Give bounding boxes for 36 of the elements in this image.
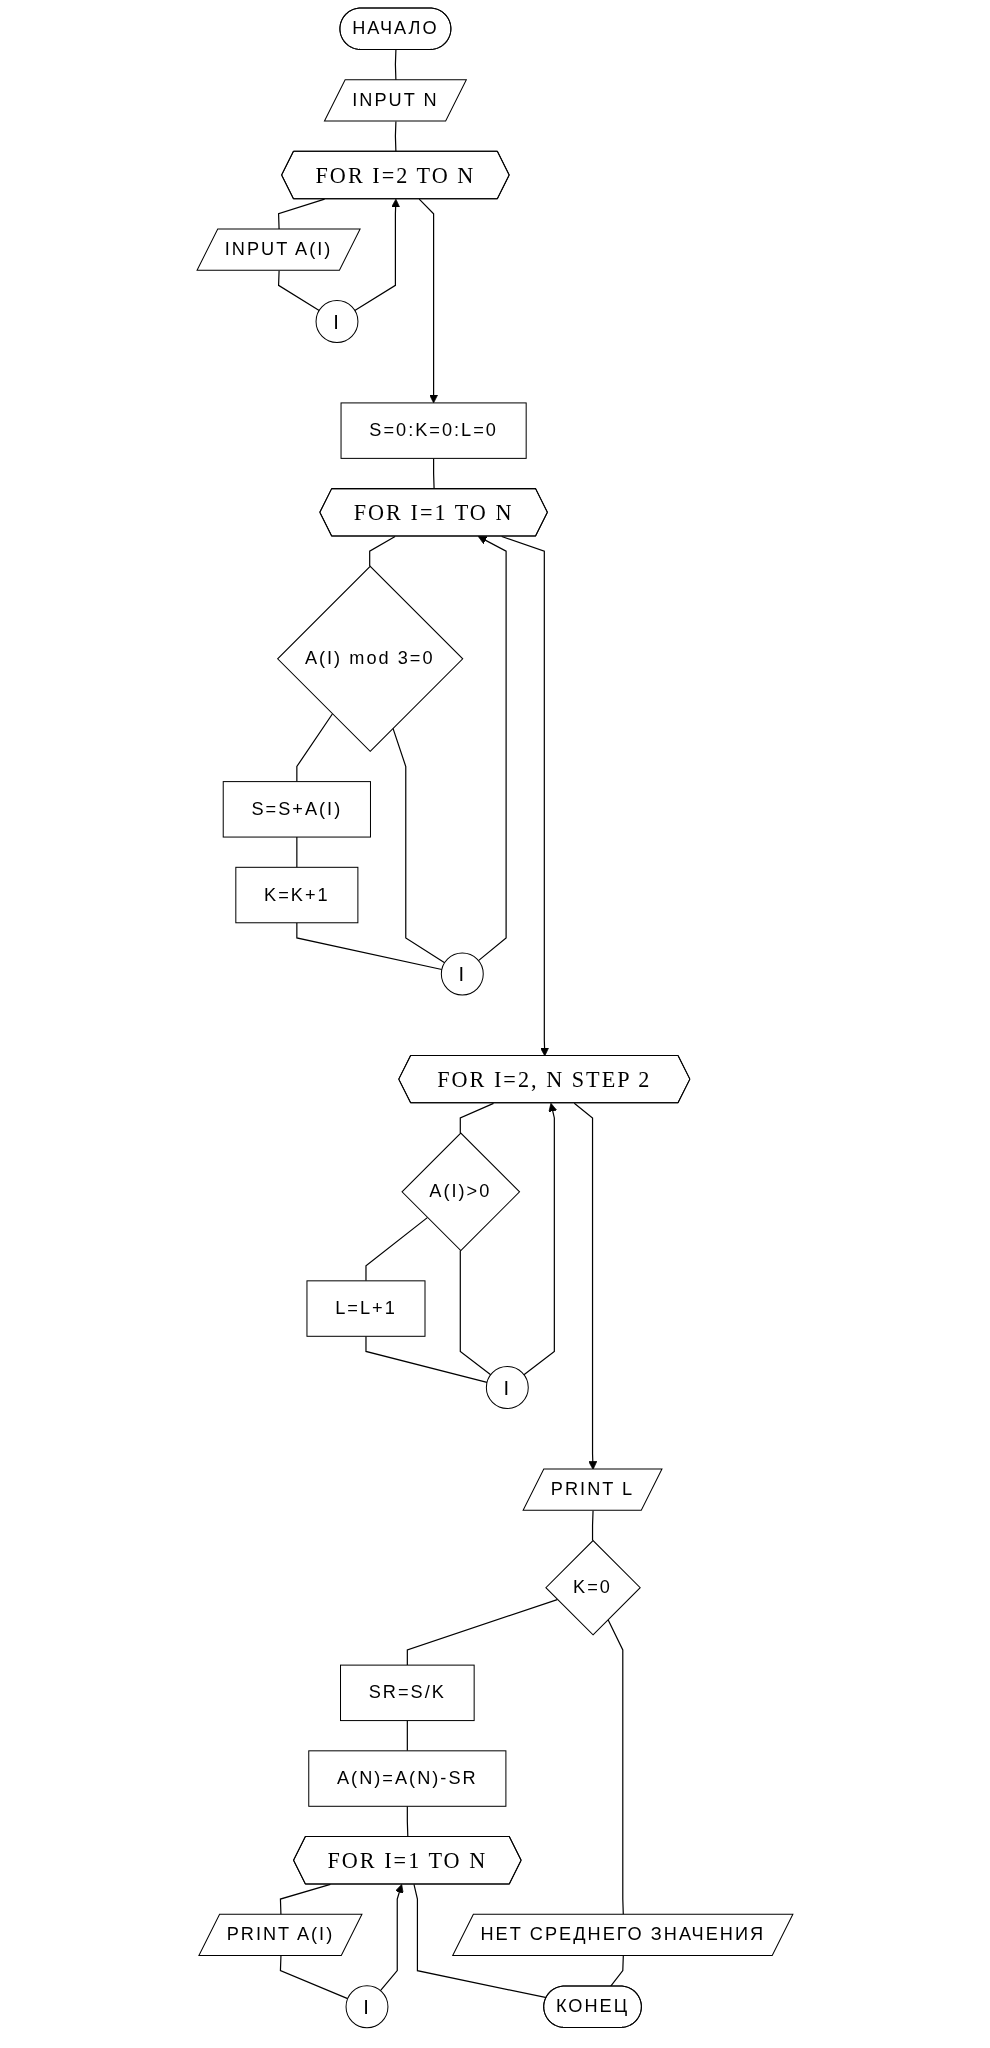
- connector: [406, 1719, 408, 1752]
- node-box: L=L+1: [306, 1280, 426, 1337]
- connector: [591, 1510, 594, 1542]
- connector: [609, 1955, 624, 1988]
- connector: [459, 1249, 492, 1376]
- connector: [369, 535, 396, 567]
- connector: [459, 1102, 495, 1134]
- connector: [406, 1598, 558, 1666]
- connector: [296, 713, 333, 783]
- arrow: [379, 1884, 404, 1992]
- node-diamond: A(I)>0: [401, 1132, 521, 1252]
- connector: [279, 1955, 349, 2000]
- node-box: K=K+1: [235, 866, 359, 924]
- node-circle: I: [315, 300, 359, 343]
- node-circle: I: [345, 1985, 389, 2029]
- arrow: [501, 535, 549, 1057]
- arrow: [354, 198, 401, 312]
- node-diamond: A(I) mod 3=0: [276, 565, 464, 753]
- connector: [296, 922, 443, 971]
- node-circle: I: [440, 952, 484, 996]
- connector: [365, 1335, 488, 1383]
- connector: [433, 457, 435, 490]
- arrow: [418, 198, 439, 404]
- arrow: [477, 536, 507, 962]
- connector: [296, 836, 298, 868]
- connector: [406, 1805, 409, 1838]
- node-box: A(N)=A(N)-SR: [308, 1750, 507, 1807]
- node-box: S=0:K=0:L=0: [340, 402, 527, 459]
- arrow: [523, 1102, 558, 1376]
- connector: [365, 1217, 428, 1282]
- connector: [392, 727, 446, 964]
- node-box: SR=S/K: [340, 1664, 475, 1722]
- node-box: S=S+A(I): [222, 781, 371, 838]
- node-diamond: K=0: [545, 1539, 641, 1636]
- node-circle: I: [485, 1366, 529, 1409]
- connector: [278, 270, 320, 312]
